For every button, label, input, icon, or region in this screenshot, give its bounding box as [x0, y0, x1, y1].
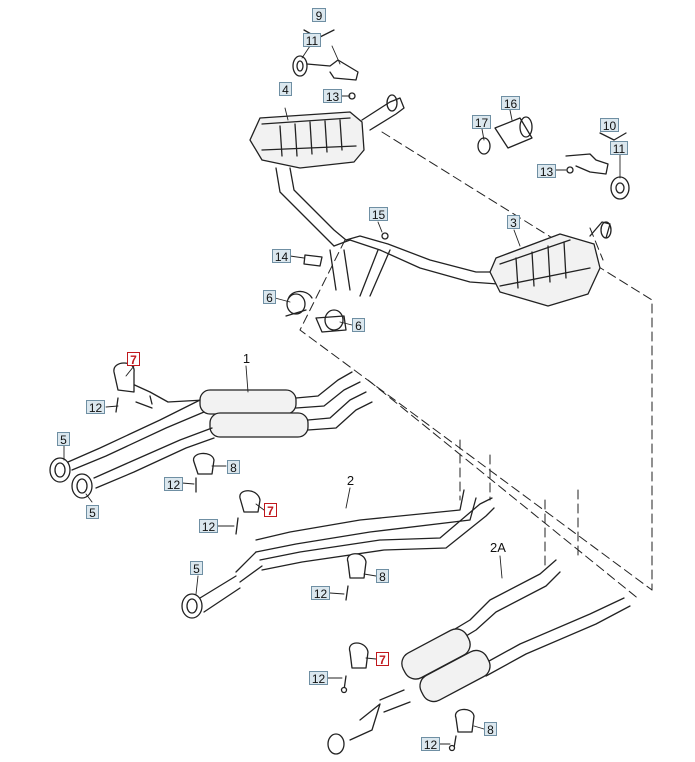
- callout-6-upper: 6: [263, 290, 276, 305]
- reference-dashed-lines: [299, 131, 653, 601]
- tailpipe-tip-16: [477, 116, 533, 155]
- rear-muffler-right: [489, 221, 612, 307]
- callout-9: 9: [312, 8, 326, 23]
- callout-13-lower: 13: [537, 164, 556, 179]
- callout-8-c: 8: [484, 722, 497, 737]
- callout-15: 15: [369, 207, 388, 222]
- callout-12-c: 12: [199, 519, 218, 534]
- center-pipes: [303, 232, 501, 297]
- callout-12-b: 12: [164, 477, 183, 492]
- pipe-assembly-2A: [327, 559, 631, 755]
- rear-muffler-left: [249, 94, 405, 247]
- callout-12-d: 12: [311, 586, 330, 601]
- callout-7-lower: 7: [376, 652, 389, 667]
- callout-2: 2: [346, 473, 355, 488]
- callout-13-upper: 13: [323, 89, 342, 104]
- bracket-assembly-9: [292, 29, 359, 100]
- callout-17: 17: [472, 115, 491, 130]
- callout-2A: 2A: [490, 540, 506, 555]
- callout-11-upper: 11: [303, 33, 321, 48]
- callout-14: 14: [272, 249, 291, 264]
- leader-lines: [63, 45, 621, 745]
- callout-10: 10: [600, 118, 619, 133]
- callout-5-b: 5: [86, 505, 99, 520]
- clamps-6: [285, 290, 347, 333]
- callout-11-lower: 11: [610, 141, 628, 156]
- callout-12-f: 12: [421, 737, 440, 752]
- callout-1: 1: [242, 351, 251, 366]
- middle-pipe-2: [181, 489, 495, 619]
- callout-3: 3: [507, 215, 520, 230]
- callout-5-c: 5: [190, 561, 203, 576]
- callout-5-a: 5: [57, 432, 70, 447]
- callout-12-e: 12: [309, 671, 328, 686]
- callout-7-upper: 7: [127, 352, 140, 367]
- callout-16: 16: [501, 96, 520, 111]
- callout-6-lower: 6: [352, 318, 365, 333]
- callout-8-b: 8: [376, 569, 389, 584]
- callout-4: 4: [279, 82, 292, 97]
- callout-7-middle: 7: [264, 503, 277, 518]
- callout-8-a: 8: [227, 460, 240, 475]
- bracket-assembly-10: [565, 132, 630, 200]
- front-pipe-1: [49, 362, 373, 499]
- callout-12-a: 12: [86, 400, 105, 415]
